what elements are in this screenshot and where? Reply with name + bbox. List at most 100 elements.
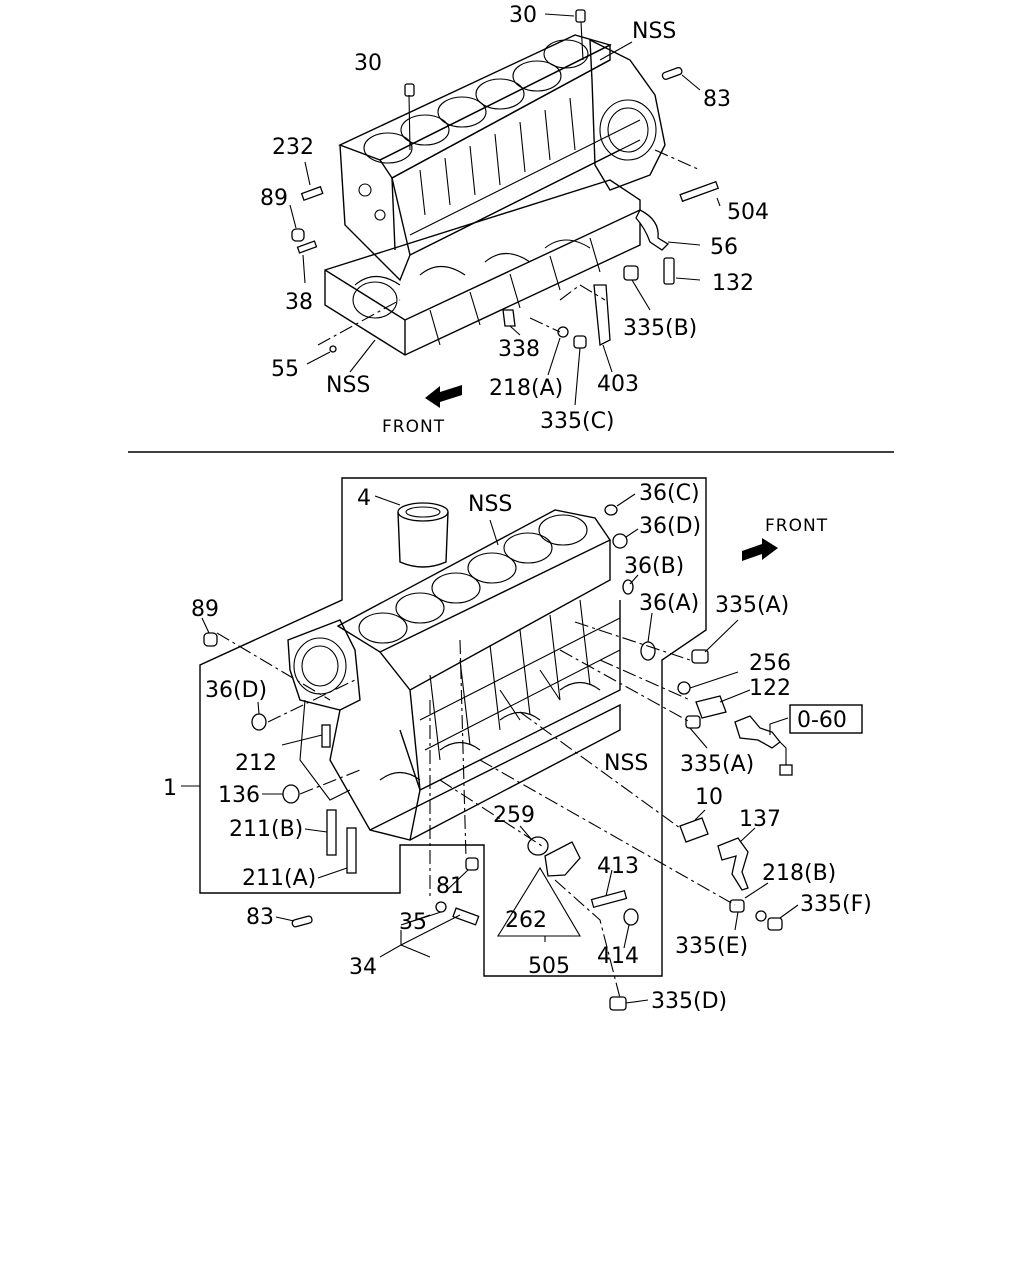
callout-89: 89 <box>260 186 288 211</box>
callout-35: 35 <box>399 910 427 935</box>
washer-259-icon <box>527 836 549 856</box>
dowel-83-icon <box>291 915 313 928</box>
ref-060-box <box>789 704 863 734</box>
callout-81: 81 <box>436 874 464 899</box>
bolt-335b-icon <box>623 265 639 281</box>
bolt-211b-icon <box>326 809 337 856</box>
valve-262-icon <box>544 841 581 877</box>
callout-137: 137 <box>739 807 781 832</box>
stud-504-icon <box>679 180 720 203</box>
sensor-lead-icon <box>779 741 791 769</box>
callout-4: 4 <box>357 486 371 511</box>
callout-36d-left: 36(D) <box>205 678 267 703</box>
plug-136-icon <box>282 784 300 804</box>
bolt-335a-top-icon <box>691 649 709 664</box>
callout-414: 414 <box>597 944 639 969</box>
callout-30b: 30 <box>509 3 537 28</box>
sensor-connector-icon <box>779 764 793 776</box>
plate-403-icon <box>593 284 611 347</box>
top-small-parts <box>291 9 720 353</box>
callout-36c: 36(C) <box>639 481 700 506</box>
callout-413: 413 <box>597 854 639 879</box>
plug-34-icon <box>452 907 480 926</box>
kit-outline <box>199 477 707 977</box>
plug-89-icon <box>291 228 305 242</box>
fitting-122-icon <box>695 695 727 719</box>
callout-335b: 335(B) <box>623 316 697 341</box>
bottom-diagram: FRONT 4 NSS 36(C) 36(D) 36(B) 36(A) 335(… <box>163 477 872 1014</box>
callout-36a: 36(A) <box>639 591 699 616</box>
callout-335f: 335(F) <box>800 892 872 917</box>
top-front-arrow-icon <box>425 385 462 408</box>
plug-30a-icon <box>404 83 415 97</box>
callout-218a: 218(A) <box>489 376 563 401</box>
callout-335d: 335(D) <box>651 989 727 1014</box>
callout-83: 83 <box>703 87 731 112</box>
callout-232: 232 <box>272 135 314 160</box>
sensor-060-icon <box>734 715 781 749</box>
bolt-335d-icon <box>609 996 627 1011</box>
callout-335c: 335(C) <box>540 409 615 434</box>
plug-36d-left-icon <box>251 713 267 731</box>
sleeve-338-icon <box>502 309 516 327</box>
callout-403: 403 <box>597 372 639 397</box>
callout-335a-top: 335(A) <box>715 593 789 618</box>
top-leader-lines <box>289 13 721 406</box>
pin-212-icon <box>321 724 331 748</box>
callout-10: 10 <box>695 785 723 810</box>
callout-30a: 30 <box>354 51 382 76</box>
callout-211b: 211(B) <box>229 817 303 842</box>
callout-335a-mid: 335(A) <box>680 752 754 777</box>
callout-34: 34 <box>349 955 377 980</box>
bolt-335e-icon <box>729 899 745 913</box>
stud-413-icon <box>590 889 628 909</box>
callout-212: 212 <box>235 751 277 776</box>
plug-36d-right-icon <box>612 533 628 549</box>
pipe-137-icon <box>717 837 749 891</box>
dowel-83-icon <box>661 66 683 80</box>
washer-218b-icon <box>755 910 767 922</box>
top-diagram: FRONT 30 30 NSS 83 232 89 504 56 38 132 … <box>260 3 769 437</box>
callout-ref-060: 0-60 <box>797 708 847 733</box>
bottom-callouts: 4 NSS 36(C) 36(D) 36(B) 36(A) 335(A) 256… <box>163 481 872 1014</box>
top-cylinder-block <box>324 34 666 356</box>
callout-nss-bottom: NSS <box>326 373 370 398</box>
callout-335e: 335(E) <box>675 934 748 959</box>
callout-262: 262 <box>505 908 547 933</box>
pin-55-icon <box>329 345 337 353</box>
bottom-front-arrow-icon <box>742 538 778 561</box>
callout-259: 259 <box>493 803 535 828</box>
callout-nss-top: NSS <box>468 492 512 517</box>
callout-89: 89 <box>191 597 219 622</box>
plug-30b-icon <box>575 9 586 23</box>
callout-36b: 36(B) <box>624 554 684 579</box>
bolt-335f-icon <box>767 917 783 931</box>
callout-211a: 211(A) <box>242 866 316 891</box>
cylinder-liner-4-icon <box>397 502 449 568</box>
bolt-335c-icon <box>573 335 587 349</box>
fitting-10-icon <box>679 817 709 843</box>
callout-505: 505 <box>528 954 570 979</box>
washer-256-icon <box>677 681 691 695</box>
plug-36c-icon <box>604 504 618 516</box>
nut-414-icon <box>623 908 639 926</box>
top-callouts: 30 30 NSS 83 232 89 504 56 38 132 335(B)… <box>260 3 769 434</box>
plug-89-icon <box>203 632 218 647</box>
nozzle-56-icon <box>635 209 670 251</box>
callout-122: 122 <box>749 676 791 701</box>
top-front-label: FRONT <box>382 417 445 437</box>
callout-1: 1 <box>163 776 177 801</box>
bottom-small-parts <box>203 504 793 1011</box>
callout-nss-side: NSS <box>604 751 648 776</box>
bolt-211a-icon <box>346 827 357 874</box>
callout-256: 256 <box>749 651 791 676</box>
callout-338: 338 <box>498 337 540 362</box>
washer-218a-icon <box>557 326 569 338</box>
callout-nss-rear: NSS <box>632 19 676 44</box>
bottom-leader-lines <box>181 493 799 1004</box>
callout-55: 55 <box>271 357 299 382</box>
callout-504: 504 <box>727 200 769 225</box>
bottom-front-label: FRONT <box>765 516 828 536</box>
bolt-132-icon <box>663 257 675 285</box>
